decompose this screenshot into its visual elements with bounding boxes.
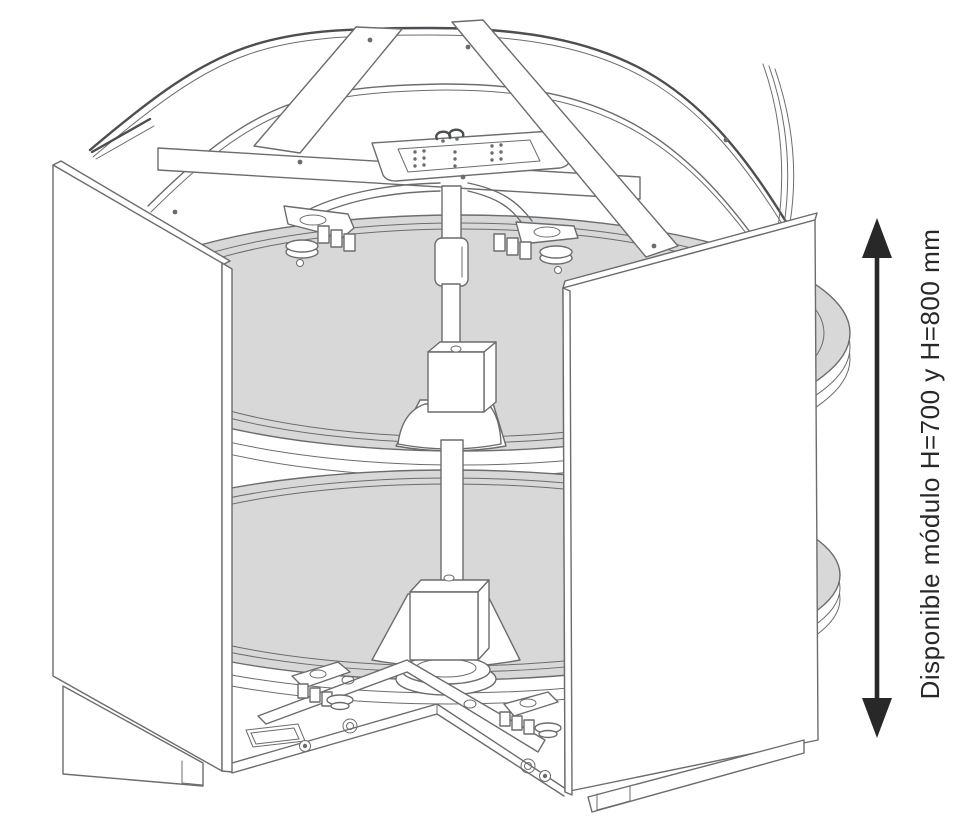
base-bracket-left [291, 661, 354, 711]
right-panel-front-edge [562, 287, 573, 796]
cross-brace-left [253, 26, 403, 154]
left-panel-face [52, 164, 223, 772]
floor-fitting [520, 758, 536, 774]
hub-nut [450, 345, 462, 353]
screw-dot [460, 174, 466, 180]
screw-dot [651, 243, 657, 249]
screw-dot [172, 209, 178, 215]
top-frame [88, 26, 795, 292]
lower-hub-block [409, 591, 479, 661]
height-range-label: Disponible módulo H=700 y H=800 mm [915, 229, 945, 700]
door-bracket-right [493, 221, 579, 274]
floor-vent [245, 723, 306, 748]
floor-and-base [231, 659, 567, 797]
screw-dot [465, 44, 471, 50]
mounting-plate-holes [413, 143, 503, 168]
upper-hub-assembly [395, 185, 507, 452]
plinth-notch [596, 785, 631, 811]
upper-hub-block [427, 351, 485, 413]
hub-nut [443, 574, 455, 582]
right-panel-face [562, 219, 819, 793]
height-range-annotation: Disponible módulo H=700 y H=800 mm [862, 218, 945, 738]
center-pole-lower [440, 439, 464, 586]
screw-dot [367, 37, 373, 43]
base-plate [257, 659, 546, 753]
left-plinth [62, 685, 204, 787]
top-hardware [283, 19, 679, 274]
floor-fitting [342, 718, 358, 734]
retainer-clip [435, 128, 465, 141]
door-bracket-left [283, 205, 356, 267]
center-pole-top [441, 185, 462, 243]
cross-brace-right [451, 19, 679, 258]
curved-front-rail [88, 26, 790, 227]
right-plinth [587, 739, 805, 813]
plinth-notch [181, 760, 204, 786]
screw-dot [723, 137, 729, 143]
double-vertical-arrow-icon [862, 218, 892, 738]
cabinet-right-panel [562, 212, 819, 813]
base-bracket-right [499, 691, 562, 739]
pole-collar [434, 237, 469, 287]
left-panel-front-edge [221, 262, 233, 773]
screw-dot [297, 159, 303, 165]
cabinet-left-panel [52, 160, 233, 787]
